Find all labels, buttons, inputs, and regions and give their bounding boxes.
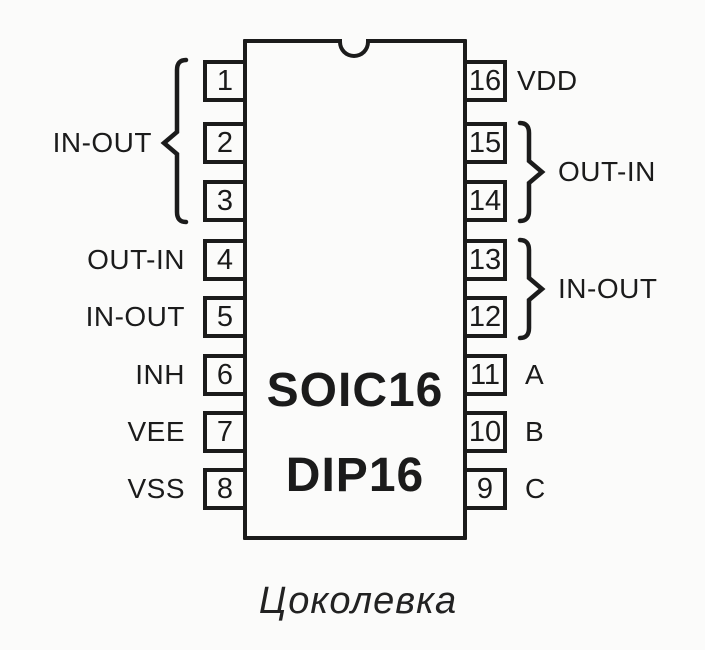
orientation-notch [338, 39, 370, 58]
diagram-caption: Цоколевка [258, 580, 458, 622]
pin-box-6: 6 [203, 354, 247, 396]
pin-number-11: 11 [469, 358, 501, 391]
pin-box-1: 1 [203, 60, 247, 102]
label-in-out-pins-13-12: IN-OUT [558, 273, 658, 304]
pin-number-12: 12 [468, 300, 502, 333]
label-b-pin-10: B [525, 416, 545, 447]
pin-box-7: 7 [203, 411, 247, 453]
pin-number-2: 2 [216, 126, 234, 159]
label-vss-pin-8: VSS [127, 473, 185, 504]
pin-box-16: 16 [463, 60, 507, 102]
pin-number-6: 6 [216, 358, 234, 391]
pin-number-1: 1 [216, 64, 234, 97]
pin-box-14: 14 [463, 180, 507, 222]
pin-number-10: 10 [468, 415, 502, 448]
pin-box-12: 12 [463, 296, 507, 338]
pin-box-5: 5 [203, 296, 247, 338]
pin-number-3: 3 [216, 184, 234, 217]
ic-package-body [243, 39, 467, 540]
brace-right-pins-13-12 [517, 237, 546, 341]
label-vdd-pin-16: VDD [517, 65, 578, 96]
pin-number-5: 5 [216, 300, 234, 333]
brace-left-pins-1-3 [160, 57, 189, 225]
pin-box-9: 9 [463, 468, 507, 510]
pin-number-9: 9 [476, 472, 494, 505]
pin-box-13: 13 [463, 239, 507, 281]
label-a-pin-11: A [525, 359, 545, 390]
pin-box-8: 8 [203, 468, 247, 510]
pin-number-16: 16 [468, 64, 502, 97]
package-name-dip16: DIP16 [285, 449, 425, 502]
brace-right-pins-15-14 [517, 120, 546, 224]
pin-box-4: 4 [203, 239, 247, 281]
pin-box-15: 15 [463, 122, 507, 164]
label-out-in-pin-4: OUT-IN [87, 244, 185, 275]
label-in-out-pin-5: IN-OUT [85, 301, 185, 332]
pin-number-8: 8 [216, 472, 234, 505]
pin-number-14: 14 [468, 184, 502, 217]
label-out-in-pins-15-14: OUT-IN [558, 156, 656, 187]
pin-box-10: 10 [463, 411, 507, 453]
package-name-soic16: SOIC16 [266, 364, 444, 417]
pin-number-4: 4 [216, 243, 234, 276]
label-in-out-pins-1-3: IN-OUT [52, 127, 152, 158]
pin-box-2: 2 [203, 122, 247, 164]
pin-number-13: 13 [468, 243, 502, 276]
pin-number-7: 7 [216, 415, 234, 448]
pin-box-3: 3 [203, 180, 247, 222]
pin-box-11: 11 [463, 354, 507, 396]
label-c-pin-9: C [525, 473, 546, 504]
label-vee-pin-7: VEE [127, 416, 185, 447]
pin-number-15: 15 [468, 126, 502, 159]
label-inh-pin-6: INH [135, 359, 185, 390]
